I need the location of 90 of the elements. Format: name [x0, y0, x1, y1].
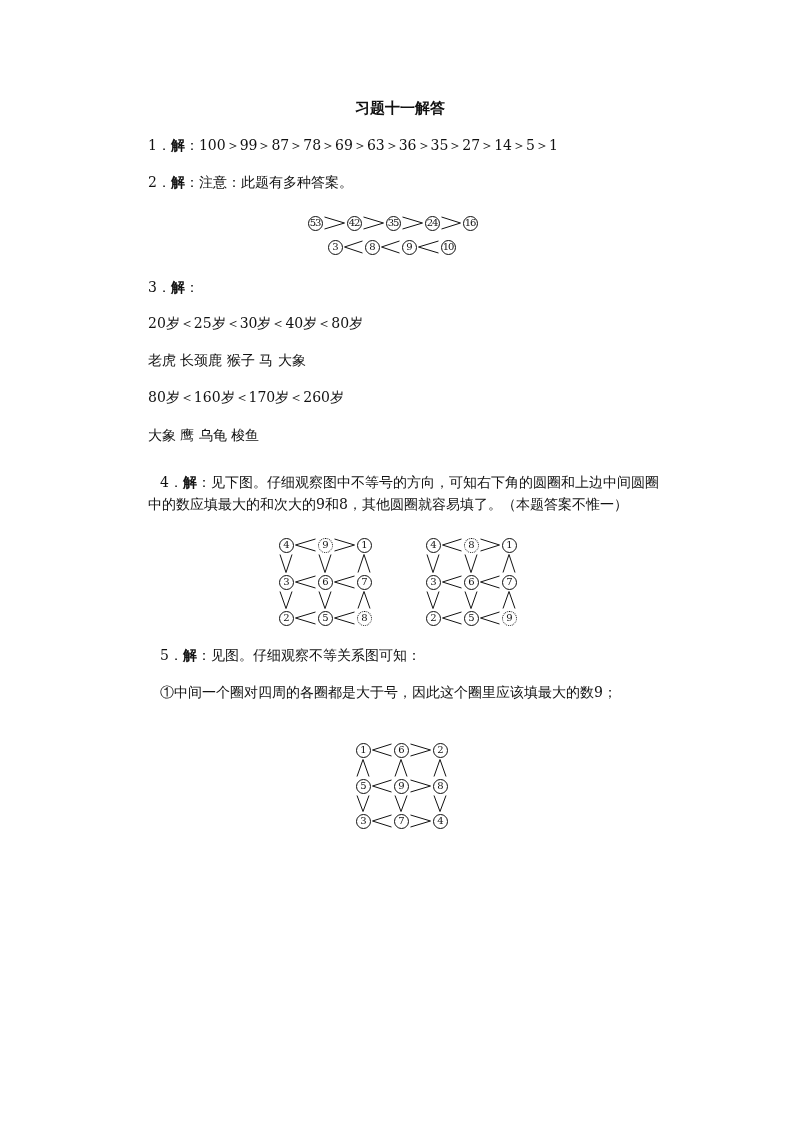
number-circle: 9 [501, 610, 517, 626]
number-circle: 4 [425, 537, 441, 553]
number-circle: 24 [424, 215, 440, 231]
age-comparison: 80岁＜160岁＜170岁＜260岁 [148, 388, 344, 407]
number-circle: 7 [393, 813, 409, 829]
inequality-sign [418, 240, 439, 254]
inequality-sign [357, 554, 371, 573]
number-circle: 3 [355, 813, 371, 829]
number-circle: 5 [355, 778, 371, 794]
number-circle: 8 [463, 537, 479, 553]
answer-heading: 3．解： [148, 278, 199, 297]
number-circle: 1 [355, 742, 371, 758]
inequality-sign [381, 240, 400, 254]
inequality-sign [372, 814, 392, 828]
inequality-sign [295, 611, 316, 625]
number-circle: 1 [356, 537, 372, 553]
number-circle: 16 [462, 215, 478, 231]
inequality-sign [442, 538, 462, 552]
number-circle: 5 [317, 610, 333, 626]
number-circle: 35 [385, 215, 401, 231]
number-circle: 5 [463, 610, 479, 626]
explanation-paragraph: 4．解：见下图。仔细观察图中不等号的方向，可知右下角的圆圈和上边中间圆圈中的数应填最大的和次大的9和8，其他圆圈就容易填了。（本题答案不惟一） [148, 473, 660, 514]
inequality-sign [357, 591, 371, 609]
number-circle: 7 [356, 574, 372, 590]
inequality-sign [410, 814, 431, 828]
number-circle: 2 [432, 742, 448, 758]
inequality-sign [372, 779, 392, 793]
inequality-sign [441, 216, 461, 230]
inequality-sign [356, 759, 370, 777]
inequality-sign [480, 538, 500, 552]
inequality-sign [433, 795, 447, 812]
inequality-sign [410, 779, 431, 793]
number-circle: 8 [356, 610, 372, 626]
explanation-paragraph: ①中间一个圈对四周的各圈都是大于号，因此这个圈里应该填最大的数9； [159, 683, 618, 702]
number-circle: 3 [327, 239, 343, 255]
number-circle: 7 [501, 574, 517, 590]
animal-names: 老虎 长颈鹿 猴子 马 大象 [148, 351, 306, 370]
number-circle: 10 [440, 239, 456, 255]
inequality-sign [318, 591, 332, 609]
number-circle: 9 [317, 537, 333, 553]
inequality-sign [426, 591, 440, 609]
inequality-sign [410, 743, 431, 757]
number-circle: 9 [401, 239, 417, 255]
number-circle: 8 [364, 239, 380, 255]
inequality-sign [318, 554, 332, 573]
answer-line: 5．解：见图。仔细观察不等关系图可知： [160, 646, 421, 665]
number-circle: 3 [278, 574, 294, 590]
inequality-sign [442, 575, 462, 589]
title: 习题十一解答 [354, 98, 446, 119]
inequality-sign [480, 611, 500, 625]
inequality-sign [394, 759, 408, 777]
inequality-sign [334, 538, 355, 552]
inequality-sign [502, 554, 516, 573]
inequality-sign [480, 575, 500, 589]
inequality-sign [394, 795, 408, 812]
inequality-sign [363, 216, 384, 230]
number-circle: 6 [463, 574, 479, 590]
number-circle: 9 [393, 778, 409, 794]
inequality-sign [334, 611, 355, 625]
inequality-sign [426, 554, 440, 573]
number-circle: 4 [278, 537, 294, 553]
inequality-sign [334, 575, 355, 589]
inequality-sign [279, 554, 293, 573]
number-circle: 53 [307, 215, 323, 231]
inequality-sign [324, 216, 345, 230]
animal-names: 大象 鹰 乌龟 梭鱼 [148, 426, 260, 445]
number-circle: 6 [317, 574, 333, 590]
inequality-sign [502, 591, 516, 609]
inequality-sign [279, 591, 293, 609]
inequality-sign [356, 795, 370, 812]
number-circle: 42 [346, 215, 362, 231]
inequality-sign [372, 743, 392, 757]
inequality-sign [442, 611, 462, 625]
number-circle: 6 [393, 742, 409, 758]
answer-line: 2．解：注意：此题有多种答案。 [148, 173, 353, 192]
number-circle: 3 [425, 574, 441, 590]
number-circle: 2 [425, 610, 441, 626]
number-circle: 8 [432, 778, 448, 794]
answer-line: 1．解：100＞99＞87＞78＞69＞63＞36＞35＞27＞14＞5＞1 [148, 136, 558, 155]
number-circle: 1 [501, 537, 517, 553]
number-circle: 4 [432, 813, 448, 829]
inequality-sign [464, 591, 478, 609]
inequality-sign [344, 240, 363, 254]
inequality-sign [295, 575, 316, 589]
age-comparison: 20岁＜25岁＜30岁＜40岁＜80岁 [148, 314, 364, 333]
inequality-sign [295, 538, 316, 552]
inequality-sign [433, 759, 447, 777]
inequality-sign [464, 554, 478, 573]
inequality-sign [402, 216, 423, 230]
number-circle: 2 [278, 610, 294, 626]
